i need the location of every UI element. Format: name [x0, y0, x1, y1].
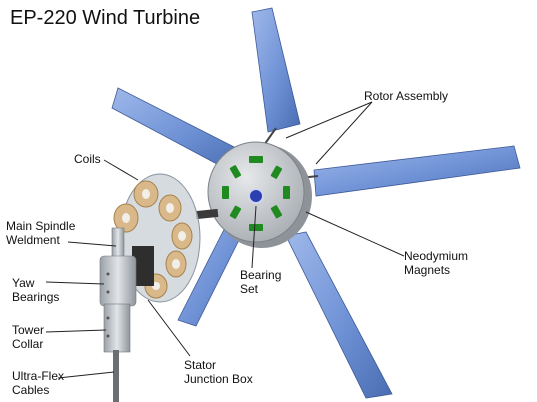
- tower-collar: [103, 303, 131, 353]
- label-coils: Coils: [74, 152, 101, 166]
- blade-right: [313, 145, 521, 197]
- blade-top: [251, 7, 301, 133]
- coil-holes: [122, 189, 186, 290]
- blade-bottom-right: [285, 231, 393, 399]
- main-shaft: [195, 208, 219, 220]
- page-title: EP-220 Wind Turbine: [10, 7, 201, 29]
- junction-box: [132, 246, 154, 286]
- ultra-flex-cables: [113, 350, 119, 402]
- label-main-spindle-weldment: Main Spindle Weldment: [6, 219, 76, 247]
- label-bearing-set: Bearing Set: [240, 268, 282, 296]
- main-spindle: [111, 227, 125, 259]
- label-tower-collar: Tower Collar: [12, 323, 45, 351]
- bearing-icon: [248, 188, 264, 204]
- magnet-ring: [222, 156, 290, 231]
- yaw-bearing-housing: [99, 255, 137, 307]
- bolt-dots: [106, 272, 110, 338]
- leader-lines: [45, 101, 405, 379]
- label-stator-junction-box: Stator Junction Box: [184, 358, 253, 386]
- label-yaw-bearings: Yaw Bearings: [12, 276, 60, 304]
- label-rotor-assembly: Rotor Assembly: [364, 89, 449, 103]
- label-ultra-flex-cables: Ultra-Flex Cables: [12, 369, 65, 397]
- label-neodymium-magnets: Neodymium Magnets: [404, 249, 469, 277]
